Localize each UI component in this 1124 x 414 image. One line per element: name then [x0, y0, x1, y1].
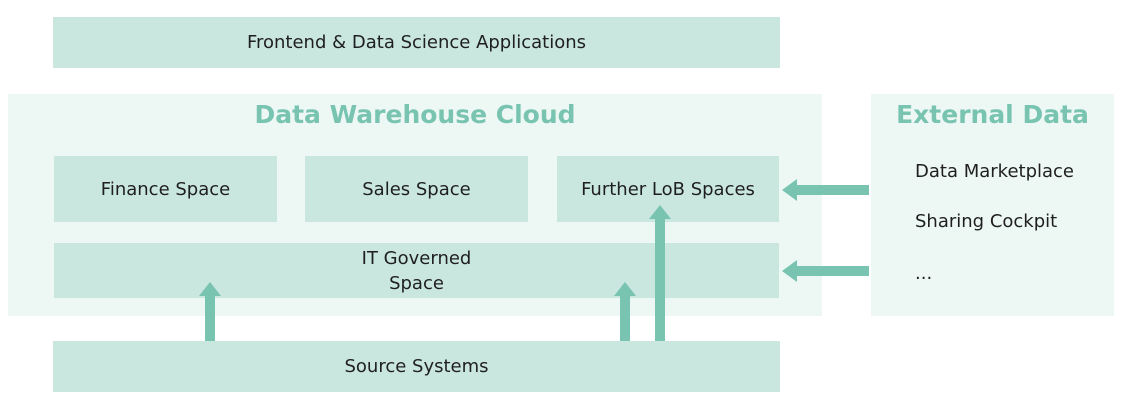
further-lob-spaces-label: Further LoB Spaces	[581, 178, 755, 200]
external-item-sharing-cockpit: Sharing Cockpit	[915, 211, 1058, 232]
data-warehouse-cloud-title: Data Warehouse Cloud	[254, 100, 576, 129]
external-data-panel	[871, 94, 1114, 316]
source-systems-label: Source Systems	[344, 356, 489, 377]
finance-space-box: Finance Space	[54, 156, 277, 222]
external-data-title: External Data	[896, 100, 1089, 129]
external-item-more: ...	[915, 263, 933, 284]
source-systems-box: Source Systems	[53, 341, 780, 392]
sales-space-box: Sales Space	[305, 156, 528, 222]
finance-space-label: Finance Space	[100, 178, 231, 200]
it-governed-space-line2: Space	[389, 272, 444, 294]
further-lob-spaces-box: Further LoB Spaces	[557, 156, 779, 222]
frontend-applications-box: Frontend & Data Science Applications	[53, 17, 780, 68]
sales-space-label: Sales Space	[362, 178, 471, 200]
external-item-data-marketplace: Data Marketplace	[915, 161, 1075, 182]
frontend-applications-label: Frontend & Data Science Applications	[246, 32, 587, 53]
it-governed-space-line1: IT Governed	[361, 247, 472, 269]
it-governed-space-box: IT Governed Space	[54, 243, 779, 298]
